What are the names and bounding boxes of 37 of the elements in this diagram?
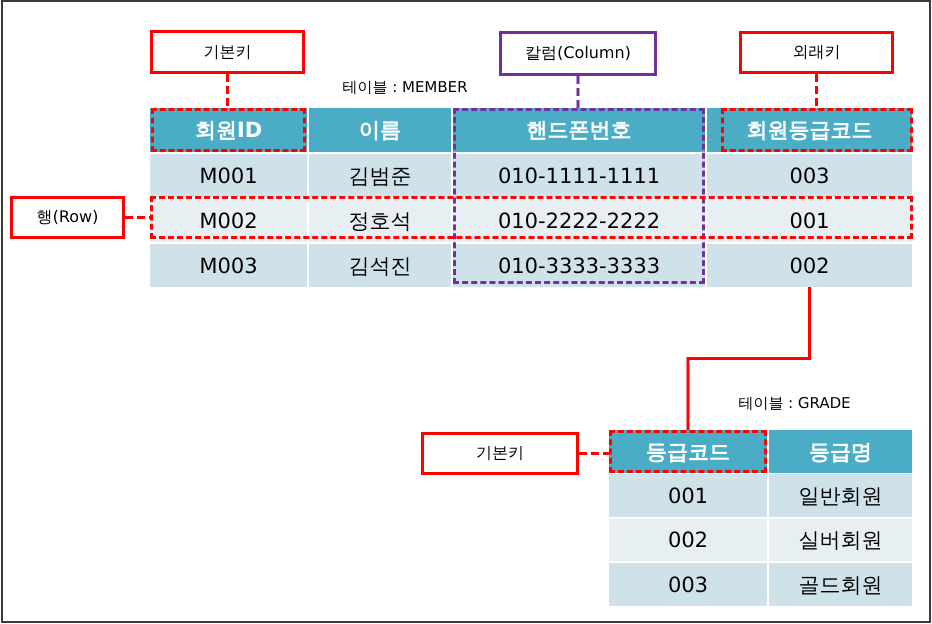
table-cell: M002 bbox=[150, 199, 307, 242]
table-cell: 김범준 bbox=[309, 154, 451, 197]
table-cell: 002 bbox=[609, 519, 767, 561]
table-cell: 실버회원 bbox=[769, 519, 912, 561]
table-cell: 골드회원 bbox=[769, 563, 912, 606]
table-cell: 010-1111-1111 bbox=[453, 154, 705, 197]
callout: 기본키 bbox=[150, 30, 305, 74]
table-cell: 003 bbox=[707, 154, 912, 197]
table-cell: 002 bbox=[707, 244, 912, 287]
header-cell: 회원등급코드 bbox=[707, 108, 912, 152]
leader-line bbox=[226, 74, 229, 108]
table-caption: 테이블 : MEMBER bbox=[341, 76, 469, 98]
table-caption: 테이블 : GRADE bbox=[737, 392, 852, 414]
table-cell: M001 bbox=[150, 154, 307, 197]
relationship-line bbox=[686, 287, 811, 430]
table-cell: 010-2222-2222 bbox=[453, 199, 705, 242]
header-cell: 이름 bbox=[309, 108, 451, 152]
highlight-outline bbox=[453, 108, 705, 284]
leader-line bbox=[576, 76, 580, 108]
highlight-outline bbox=[150, 196, 913, 239]
table-cell: 001 bbox=[609, 474, 767, 517]
table-cell: M003 bbox=[150, 244, 307, 287]
table-cell: 김석진 bbox=[309, 244, 451, 287]
callout: 기본키 bbox=[421, 432, 579, 475]
table-cell: 일반회원 bbox=[769, 474, 912, 517]
leader-line bbox=[815, 74, 818, 108]
leader-line bbox=[579, 452, 609, 455]
leader-line bbox=[125, 216, 150, 219]
callout: 행(Row) bbox=[10, 196, 125, 239]
table-cell: 003 bbox=[609, 563, 767, 606]
table-cell: 010-3333-3333 bbox=[453, 244, 705, 287]
table-cell: 정호석 bbox=[309, 199, 451, 242]
header-cell: 핸드폰번호 bbox=[453, 108, 705, 152]
table-cell: 001 bbox=[707, 199, 912, 242]
callout: 외래키 bbox=[739, 31, 894, 74]
callout: 칼럼(Column) bbox=[499, 31, 657, 76]
header-cell: 등급명 bbox=[769, 430, 912, 473]
